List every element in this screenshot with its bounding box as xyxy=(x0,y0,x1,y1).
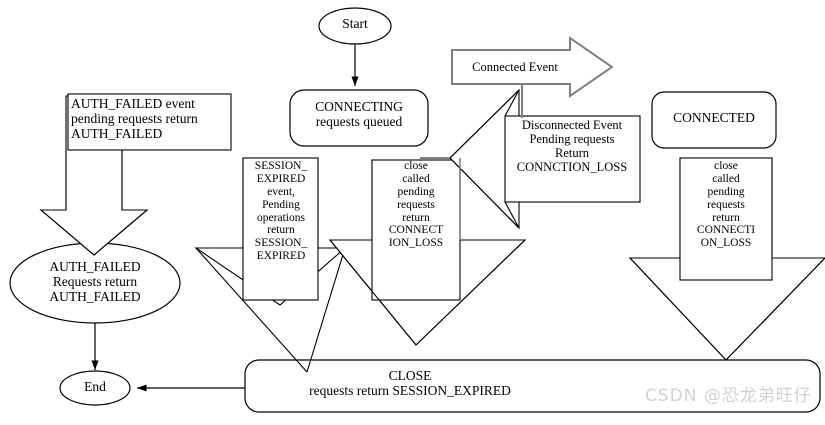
transition-close-called-right-textbox xyxy=(679,157,773,281)
node-auth-failed-state-label: AUTH_FAILED Requests return AUTH_FAILED xyxy=(49,259,141,305)
transition-close-called-left-shape[interactable] xyxy=(328,159,527,346)
transition-session-expired-shape[interactable] xyxy=(194,157,347,306)
transition-close-called-left-label: close called pending requests return CON… xyxy=(388,160,444,250)
transition-disconnected-event-textbox xyxy=(504,115,641,203)
node-start[interactable] xyxy=(318,7,392,45)
transition-disconnected-event-outline xyxy=(449,89,520,229)
transition-auth-failed-event-outline xyxy=(39,150,149,256)
transition-connected-event-shape[interactable] xyxy=(451,36,614,98)
transition-session-expired-label: SESSION_ EXPIRED event, Pending operatio… xyxy=(254,160,308,263)
node-end-label: End xyxy=(84,379,106,394)
node-end[interactable] xyxy=(59,370,131,406)
node-start-label: Start xyxy=(342,16,368,31)
node-connecting-label: CONNECTING requests queued xyxy=(315,99,403,130)
watermark: CSDN @恐龙弟旺仔 xyxy=(645,386,812,406)
node-connected[interactable] xyxy=(651,91,777,149)
transition-session-expired-outline xyxy=(194,247,346,373)
node-connecting[interactable] xyxy=(289,89,429,147)
transition-auth-failed-event-textbox xyxy=(67,93,232,151)
transition-connected-event-label: Connected Event xyxy=(472,60,558,74)
transition-close-called-left-textbox xyxy=(371,159,461,301)
node-connected-label: CONNECTED xyxy=(673,110,755,125)
transition-disconnected-event-shape[interactable] xyxy=(449,88,639,230)
node-close[interactable] xyxy=(244,359,821,413)
transition-close-called-left-outline xyxy=(328,239,527,346)
transition-auth-failed-event-label: AUTH_FAILED event pending requests retur… xyxy=(71,96,198,142)
node-close-label: CLOSE requests return SESSION_EXPIRED xyxy=(309,368,511,399)
transition-disconnected-event-label: Disconnected Event Pending requests Retu… xyxy=(516,118,628,174)
transition-close-called-right-shape[interactable] xyxy=(628,157,825,361)
transition-close-called-right-label: close called pending requests return CON… xyxy=(696,160,756,250)
transition-session-expired-textbox xyxy=(242,157,319,301)
transition-close-called-right-outline xyxy=(628,257,825,361)
node-auth-failed-state[interactable] xyxy=(9,242,181,324)
transition-auth-failed-event-shape[interactable] xyxy=(39,95,149,256)
